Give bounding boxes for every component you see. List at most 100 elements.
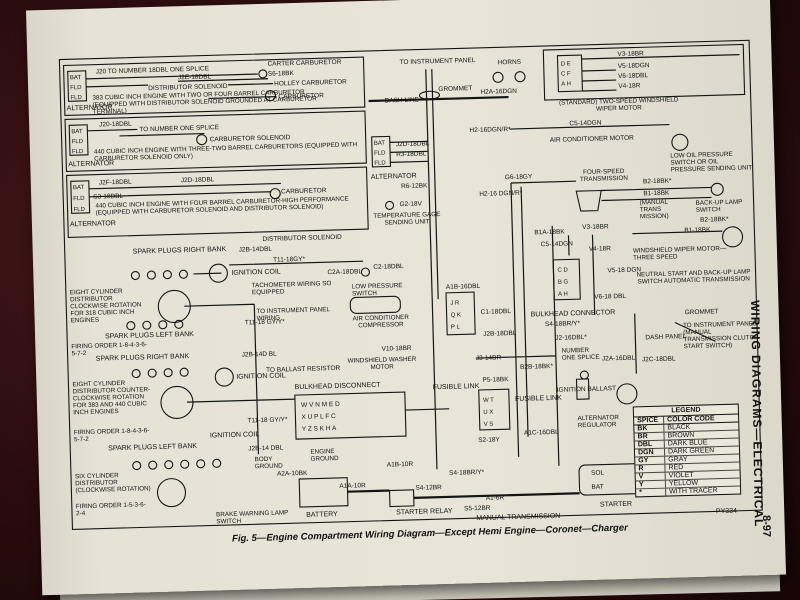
- lbl-fusible-2: FUSIBLE LINK: [515, 395, 562, 403]
- svg-text:BAT: BAT: [70, 75, 82, 81]
- lbl-ac-motor: AIR CONDITIONER MOTOR: [550, 135, 634, 144]
- connector-w: W TU XV S: [478, 388, 511, 431]
- svg-text:V S: V S: [484, 422, 494, 428]
- lbl-v5: V5-18DGN: [618, 62, 650, 70]
- svg-text:X U P L F C: X U P L F C: [301, 413, 336, 421]
- neutral-switch: [722, 226, 744, 248]
- lbl-dash-panel: DASH PANEL: [645, 333, 686, 341]
- lbl-grommet-2: GROMMET: [685, 308, 719, 316]
- svg-text:FLD: FLD: [72, 139, 84, 145]
- svg-text:FLD: FLD: [374, 160, 386, 166]
- distributor-six: [156, 478, 187, 508]
- battery-cable: [347, 489, 580, 499]
- manual-page: BAT FLD FLD ALTERNATOR BAT FLD FLD ALTER…: [25, 0, 787, 596]
- svg-text:P L: P L: [451, 324, 461, 330]
- lbl-b1a: B1A-18BK: [534, 229, 565, 237]
- lbl-dist-sol-1: DISTRIBUTOR SOLENOID: [148, 83, 228, 92]
- four-speed-switch: [575, 189, 602, 212]
- lbl-spark-left: SPARK PLUGS LEFT BANK: [105, 331, 194, 340]
- variant-box-383: [62, 56, 366, 117]
- lbl-ign-coil-2: IGNITION COIL: [236, 372, 286, 380]
- lbl-j20-18: J20-18DBL: [99, 121, 132, 129]
- wires-box1: [85, 73, 277, 100]
- lbl-eng-ground: ENGINE GROUND: [310, 448, 338, 463]
- lbl-fusible: FUSIBLE LINK: [433, 383, 480, 391]
- lbl-a2a: A2A-10BK: [277, 470, 308, 478]
- lbl-h2a: H2A-16DGN: [480, 88, 517, 96]
- lbl-grommet: GROMMET: [438, 85, 472, 93]
- bulkhead-disconnect: W V N M E D X U P L F C Y Z S K H A: [294, 391, 407, 440]
- lbl-r6: R6-12BK: [401, 182, 428, 190]
- spark-plugs-left: [126, 319, 184, 331]
- svg-text:BAT: BAT: [374, 141, 386, 147]
- lbl-sol: SOL: [591, 470, 605, 477]
- variant-box-440-three: [64, 110, 367, 172]
- lbl-h2-16b: H2-16 DGN/R*: [479, 190, 523, 198]
- lbl-j2b-14b: J2B-14 DBL: [248, 444, 284, 452]
- lbl-v5-b: V5-18 DGN: [607, 266, 641, 274]
- lbl-to-splice: TO NUMBER ONE SPLICE: [139, 124, 220, 133]
- svg-text:C D: C D: [557, 267, 568, 273]
- lbl-c5-b: C5-14DGN: [541, 240, 574, 248]
- lbl-manual-trans-2: MANUAL TRANSMISSION: [476, 513, 560, 522]
- wiper-connector-3sp: C DB GA H: [552, 258, 581, 301]
- lbl-h2-16: H2-16DGN/R*: [469, 126, 511, 134]
- lbl-j2-16: J2-16DBL*: [555, 334, 587, 342]
- lbl-horns: HORNS: [498, 59, 522, 67]
- lbl-starter: STARTER: [600, 501, 632, 509]
- wires-box3: [88, 182, 281, 198]
- svg-text:B G: B G: [558, 279, 569, 285]
- alt-label-3: ALTERNATOR: [70, 220, 116, 228]
- backup-switch: [710, 182, 724, 196]
- alt-label-mid: ALTERNATOR: [371, 173, 417, 181]
- lbl-tach: TACHOMETER WIRING SO EQUIPPED: [252, 280, 332, 296]
- lbl-s4-y: S4-18BR/Y*: [449, 469, 485, 477]
- legend-col-code: COLOR CODE: [667, 415, 715, 424]
- page-number: 8-97: [760, 515, 773, 538]
- lbl-b1: B1-18BK: [643, 190, 670, 198]
- svg-text:D E: D E: [561, 61, 571, 67]
- lbl-j2d: J2D-18DBL: [181, 176, 215, 184]
- svg-text:C F: C F: [561, 71, 571, 77]
- lbl-j20-splice: J20 TO NUMBER 18DBL ONE SPLICE: [96, 65, 210, 75]
- lbl-holley: HOLLEY CARBURETOR: [274, 79, 347, 88]
- lbl-v4: V4-18R: [618, 82, 641, 90]
- lbl-num-one: NUMBER ONE SPLICE: [562, 347, 600, 362]
- lbl-j2a: J2A-16DBL: [602, 355, 636, 363]
- starter-relay: [388, 489, 415, 508]
- lbl-b2b: B2B-18BK*: [520, 363, 554, 371]
- lbl-v3: V3-18BR: [617, 50, 644, 58]
- lbl-j2c: J2C-18DBL: [642, 355, 676, 363]
- lbl-manual-trans: (MANUAL TRANS MISSION): [639, 199, 668, 221]
- lbl-j2b-18: J2B-18DBL: [483, 330, 517, 338]
- lbl-j2b-14d: J2B-14D BL: [242, 351, 278, 359]
- lbl-s2: S2-18Y: [478, 436, 501, 444]
- lbl-eng440-four: 440 CUBIC INCH ENGINE WITH FOUR BARREL C…: [95, 196, 348, 217]
- lbl-four-speed: FOUR-SPEED TRANSMISSION: [580, 168, 628, 183]
- lbl-a1c: A1C-16DBL: [524, 429, 559, 437]
- lbl-ign-ballast: IGNITION BALLAST: [557, 385, 616, 394]
- lbl-v10: V10-18BR: [381, 345, 411, 353]
- alternator-terminals-mid: BAT FLD FLD: [371, 135, 392, 168]
- lbl-carb-3: CARBURETOR: [281, 187, 327, 195]
- lbl-a1b-16: A1B-16DBL: [446, 283, 481, 291]
- wires-trans: [510, 180, 723, 235]
- lbl-to-ballast: TO BALLAST RESISTOR: [266, 365, 341, 374]
- svg-text:FLD: FLD: [374, 151, 386, 157]
- lbl-battery: BATTERY: [306, 511, 338, 519]
- lbl-g2: G2-18V: [399, 201, 422, 209]
- lbl-a1-6: A1-6R: [486, 494, 505, 502]
- lbl-v4-b: V4-18R: [589, 245, 612, 253]
- ref-code: PY334: [715, 507, 738, 516]
- lbl-starter-relay: STARTER RELAY: [396, 508, 453, 517]
- lbl-low-oil: LOW OIL PRESSURE SWITCH OR OIL PRESSURE …: [670, 151, 752, 174]
- oil-switch: [671, 133, 689, 151]
- lbl-b2-2: B2-18BK*: [700, 216, 729, 224]
- variant-box-440-four: [66, 166, 369, 238]
- lbl-s5: S5-12BR: [464, 505, 491, 513]
- lbl-v6-b: V6-18 DBL: [594, 293, 626, 301]
- lbl-j2e: J2E-18DBL: [178, 73, 212, 81]
- lbl-b2: B2-18BK*: [643, 178, 672, 186]
- lbl-wiper: (STANDARD) TWO-SPEED WINDSHIELD WIPER MO…: [559, 96, 679, 112]
